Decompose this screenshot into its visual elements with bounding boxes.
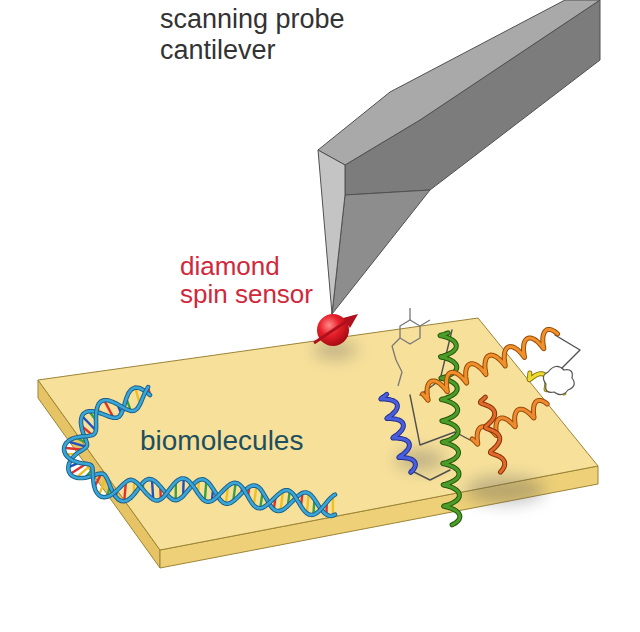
strand: [480, 397, 504, 472]
cantilever: [318, 0, 600, 314]
strand: [381, 394, 416, 472]
strand: [423, 329, 558, 400]
strand: [472, 400, 547, 444]
base-pair: [307, 493, 309, 513]
loop: [410, 470, 450, 480]
loop: [555, 335, 580, 370]
strand: [480, 397, 504, 472]
strand: [440, 333, 460, 525]
strand: [440, 333, 460, 525]
gold-substrate: [38, 318, 598, 568]
base-pair: [68, 441, 87, 446]
part-label: scanning probe cantilever: [160, 4, 360, 66]
loop: [543, 366, 574, 394]
part-label: biomolecules: [140, 425, 340, 457]
strand: [472, 400, 547, 444]
strand: [423, 329, 558, 400]
strand: [381, 394, 416, 472]
base-pair: [205, 481, 207, 501]
protein: [381, 308, 580, 525]
part-label: diamond spin sensor: [180, 252, 325, 308]
spin-sensor: [314, 314, 358, 346]
ligand-molecule: [392, 308, 430, 386]
